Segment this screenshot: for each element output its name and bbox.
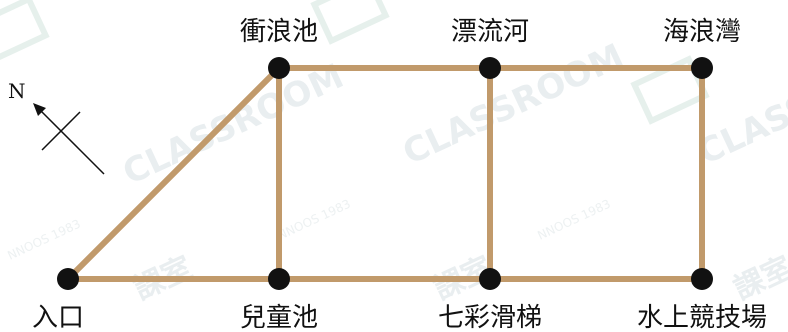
node-rainbow-slide — [479, 268, 501, 290]
watermark-char: 課室 — [729, 250, 788, 307]
label-water-sports: 水上競技場 — [637, 303, 767, 332]
label-wave-pool: 衝浪池 — [240, 17, 318, 47]
node-wave-pool — [268, 57, 290, 79]
node-kids-pool — [268, 268, 290, 290]
watermark-logo-box — [310, 0, 390, 45]
compass-arrow-icon — [33, 103, 46, 116]
label-wave-bay: 海浪灣 — [663, 17, 741, 47]
node-entrance — [57, 268, 79, 290]
label-entrance: 入口 — [32, 303, 84, 332]
watermark-small-text: NNOOS 1983 — [275, 197, 352, 243]
node-drifting-river — [479, 57, 501, 79]
label-kids-pool: 兒童池 — [240, 303, 318, 332]
compass-north-axis — [39, 109, 105, 175]
watermark-logo-box — [0, 0, 50, 65]
watermark-small-text: NNOOS 1983 — [5, 217, 82, 263]
watermark-text: CLASSROOM — [397, 36, 630, 173]
node-water-sports — [691, 268, 713, 290]
compass-north-label: N — [8, 79, 26, 103]
north-compass: N — [8, 79, 105, 175]
watermark-small-text: NNOOS 1983 — [535, 197, 612, 243]
watermark-text: CLASSROOM — [692, 36, 788, 173]
label-drifting-river: 漂流河 — [451, 17, 529, 47]
nodes — [57, 57, 713, 290]
watermark-text: CLASSROOM — [117, 56, 350, 193]
path-entrance-to-wave_pool — [65, 65, 282, 282]
node-wave-bay — [691, 57, 713, 79]
label-rainbow-slide: 七彩滑梯 — [438, 303, 542, 332]
paths — [65, 65, 705, 282]
compass-cross-axis — [41, 111, 81, 151]
